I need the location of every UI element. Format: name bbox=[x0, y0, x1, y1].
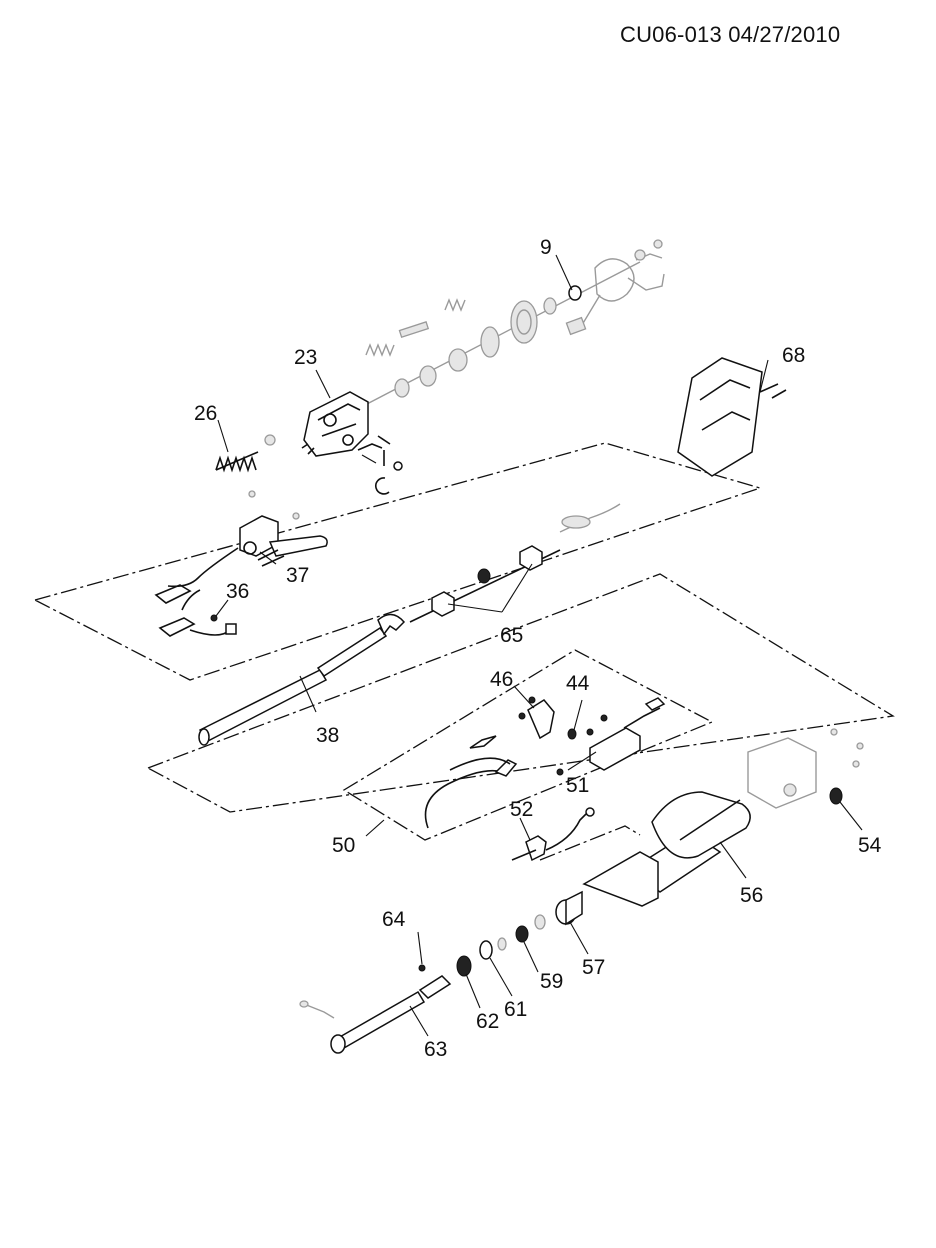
part-63-lower-shaft bbox=[299, 975, 452, 1054]
callout-50: 50 bbox=[332, 834, 355, 857]
callout-38: 38 bbox=[316, 724, 339, 747]
part-62-ring bbox=[456, 955, 472, 977]
part-38-shift-tube bbox=[198, 613, 406, 746]
part-46-bracket bbox=[518, 696, 555, 740]
callout-26: 26 bbox=[194, 402, 217, 425]
part-50-key-cable bbox=[424, 735, 518, 829]
group-outline-ignition-parts bbox=[342, 649, 714, 841]
callout-65: 65 bbox=[500, 624, 523, 647]
part-59-spring bbox=[515, 914, 546, 943]
part-61-washer bbox=[479, 937, 507, 960]
part-23-lock-housing bbox=[301, 391, 403, 495]
part-36-screw-and-connector bbox=[189, 614, 237, 636]
callout-37: 37 bbox=[286, 564, 309, 587]
part-65-bushings bbox=[409, 503, 621, 623]
callout-52: 52 bbox=[510, 798, 533, 821]
diagram-reference-header: CU06-013 04/27/2010 bbox=[620, 22, 841, 47]
part-57-bearing bbox=[555, 890, 583, 926]
callout-62: 62 bbox=[476, 1010, 499, 1033]
callout-56: 56 bbox=[740, 884, 763, 907]
leader-lines bbox=[215, 254, 863, 1037]
part-68-lower-cover bbox=[677, 357, 787, 477]
part-44-pin bbox=[567, 714, 608, 740]
callout-57: 57 bbox=[582, 956, 605, 979]
callout-9: 9 bbox=[540, 236, 552, 259]
callout-labels: 9 23 26 36 37 38 44 46 50 51 52 54 56 57… bbox=[194, 236, 882, 1061]
group-outline-sensor bbox=[539, 825, 641, 861]
callout-54: 54 bbox=[858, 834, 882, 857]
callout-36: 36 bbox=[226, 580, 249, 603]
callout-63: 63 bbox=[424, 1038, 447, 1061]
part-37-turn-signal-switch bbox=[154, 490, 328, 637]
part-52-sensor bbox=[511, 807, 595, 862]
callout-44: 44 bbox=[566, 672, 590, 695]
callout-46: 46 bbox=[490, 668, 513, 691]
part-26-spring bbox=[215, 434, 276, 473]
callout-23: 23 bbox=[294, 346, 317, 369]
part-9-snap-ring-and-upper-components bbox=[364, 239, 665, 406]
part-64-screw bbox=[418, 964, 426, 972]
callout-61: 61 bbox=[504, 998, 527, 1021]
part-56-column-jacket bbox=[582, 737, 817, 907]
callout-59: 59 bbox=[540, 970, 563, 993]
group-outline-upper-switch bbox=[33, 442, 763, 681]
part-51-ignition-switch bbox=[556, 697, 666, 776]
callout-68: 68 bbox=[782, 344, 805, 367]
part-54-nut bbox=[829, 728, 864, 805]
callout-51: 51 bbox=[566, 774, 589, 797]
group-outline-lower-shroud bbox=[146, 573, 895, 813]
callout-64: 64 bbox=[382, 908, 406, 931]
